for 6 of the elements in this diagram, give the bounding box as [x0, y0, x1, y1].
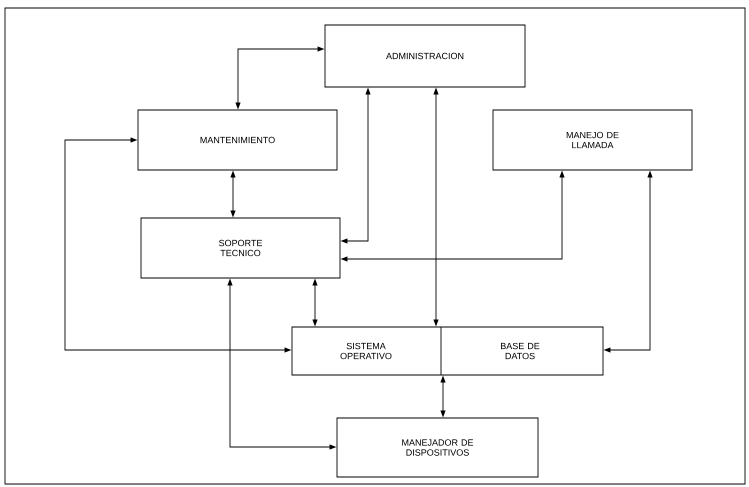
process-box: SOPORTE TECNICO	[140, 218, 340, 278]
process-box: MANEJO DE LLAMADA	[492, 110, 692, 170]
process-box: MANTENIMIENTO	[138, 110, 338, 170]
process-box: ADMINISTRACION	[324, 24, 526, 88]
process-box: SISTEMA OPERATIVO BASE DE DATOS	[292, 326, 604, 376]
process-box: MANEJADOR DE DISPOSITIVOS	[336, 418, 538, 478]
